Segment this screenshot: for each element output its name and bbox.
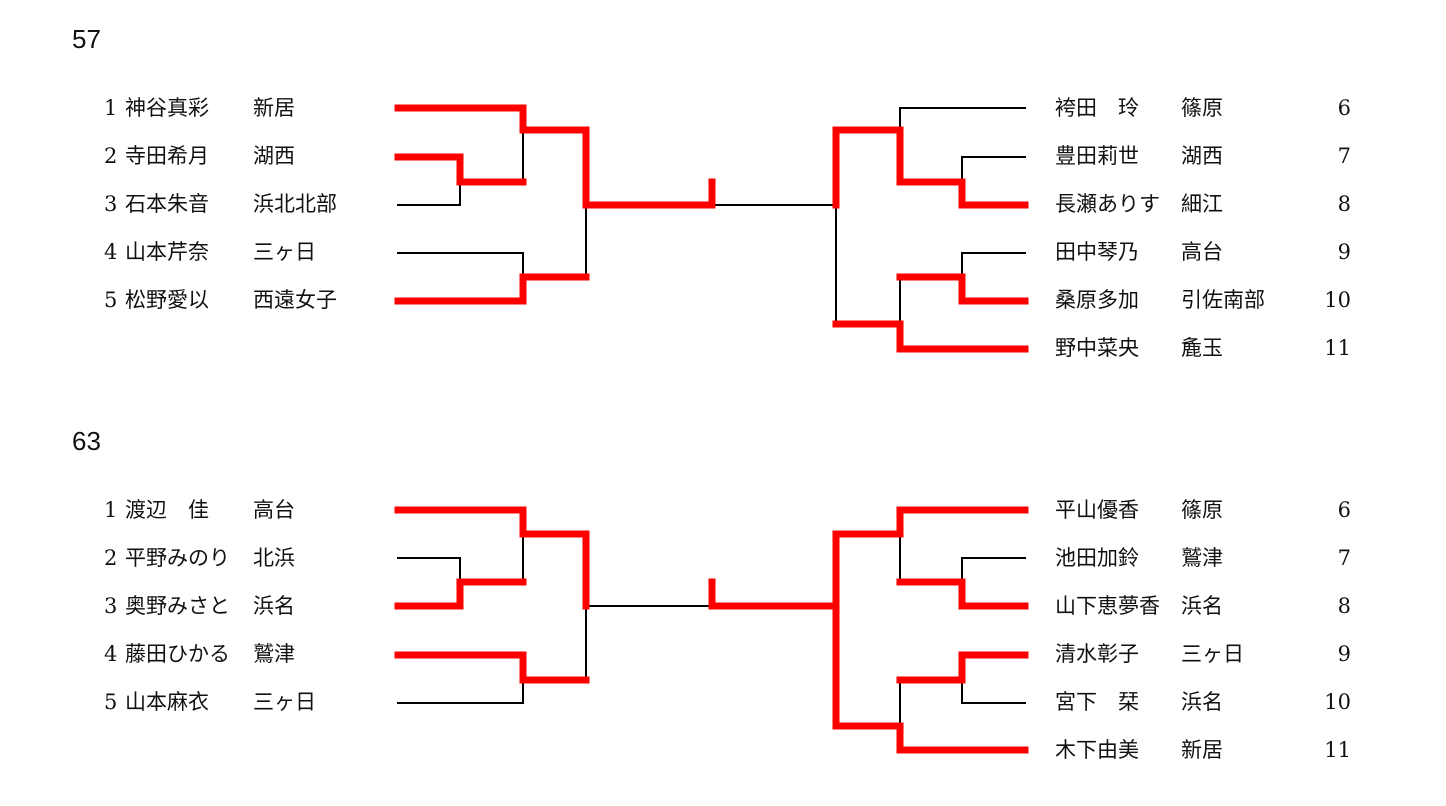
winner-path [394, 273, 590, 305]
school-name: 三ヶ日 [253, 240, 316, 264]
player-name: 石本朱音 [125, 192, 209, 216]
seed-number: 11 [1324, 336, 1351, 360]
winner-path [832, 126, 1029, 209]
player-name: 豊田莉世 [1055, 144, 1139, 168]
school-name: 浜名 [253, 594, 295, 618]
school-name: 浜名 [1181, 690, 1223, 714]
seed-number: 1 [104, 96, 118, 120]
school-name: 湖西 [1181, 144, 1223, 168]
seed-number: 2 [104, 144, 118, 168]
player-name: 清水彰子 [1055, 642, 1139, 666]
school-name: 西遠女子 [253, 288, 337, 312]
seed-number: 2 [104, 546, 118, 570]
player-name: 松野愛以 [125, 288, 209, 312]
player-name: 奥野みさと [125, 594, 230, 618]
player-name: 山本芹奈 [125, 240, 209, 264]
player-name: 長瀬ありす [1055, 192, 1160, 216]
bracket-line [961, 156, 1026, 183]
bracket-line [397, 252, 524, 278]
winner-path [896, 651, 1029, 684]
school-name: 新居 [1181, 738, 1223, 762]
school-name: 引佐南部 [1181, 288, 1265, 312]
bracket-line [397, 181, 461, 206]
category-label-63: 63 [72, 426, 101, 456]
school-name: 篠原 [1181, 96, 1223, 120]
player-name: 袴田 玲 [1055, 96, 1139, 120]
seed-number: 3 [104, 192, 118, 216]
seed-number: 6 [1337, 498, 1351, 522]
category-label-57: 57 [72, 24, 101, 54]
school-name: 新居 [253, 96, 295, 120]
winner-path [394, 578, 527, 610]
seed-number: 5 [104, 288, 118, 312]
seed-number: 1 [104, 498, 118, 522]
school-name: 麁玉 [1181, 336, 1223, 360]
bracket-line [961, 252, 1026, 278]
winner-path [394, 506, 590, 610]
seed-number: 7 [1337, 546, 1351, 570]
school-name: 細江 [1181, 192, 1223, 216]
seed-number: 8 [1337, 594, 1351, 618]
seed-number: 5 [104, 690, 118, 714]
bracket-line [397, 679, 524, 704]
winner-path [832, 602, 1029, 754]
school-name: 浜北北部 [253, 192, 337, 216]
player-name: 平野みのり [125, 546, 230, 570]
school-name: 三ヶ日 [253, 690, 316, 714]
player-name: 野中菜央 [1055, 336, 1139, 360]
player-name: 渡辺 佳 [125, 498, 209, 522]
school-name: 高台 [1181, 240, 1223, 264]
school-name: 北浜 [253, 546, 295, 570]
bracket-63-lines [397, 533, 1026, 727]
bracket-line [585, 605, 713, 681]
seed-number: 9 [1337, 240, 1351, 264]
seed-number: 4 [104, 642, 118, 666]
winner-path [394, 651, 590, 684]
bracket-line [961, 557, 1026, 583]
winner-path [896, 578, 1029, 610]
bracket-line [397, 557, 461, 583]
player-name: 山本麻衣 [125, 690, 209, 714]
seed-number: 4 [104, 240, 118, 264]
winner-path [394, 153, 527, 186]
player-name: 桑原多加 [1055, 288, 1139, 312]
seed-number: 11 [1324, 738, 1351, 762]
player-name: 木下由美 [1055, 738, 1139, 762]
seed-number: 10 [1324, 288, 1351, 312]
school-name: 高台 [253, 498, 295, 522]
bracket-63-winner-lines [394, 506, 1029, 754]
winner-path [896, 273, 1029, 305]
seed-number: 10 [1324, 690, 1351, 714]
bracket-57-winner-lines [394, 104, 1029, 353]
seed-number: 6 [1337, 96, 1351, 120]
bracket-line [961, 679, 1026, 704]
seed-number: 8 [1337, 192, 1351, 216]
bracket-line [711, 204, 837, 325]
player-name: 神谷真彩 [125, 96, 209, 120]
player-name: 寺田希月 [125, 144, 209, 168]
school-name: 鷲津 [1181, 546, 1223, 570]
player-name: 藤田ひかる [125, 642, 230, 666]
player-name: 田中琴乃 [1055, 240, 1139, 264]
school-name: 鷲津 [253, 642, 295, 666]
school-name: 浜名 [1181, 594, 1223, 618]
school-name: 湖西 [253, 144, 295, 168]
player-name: 平山優香 [1055, 498, 1139, 522]
school-name: 三ヶ日 [1181, 642, 1244, 666]
winner-path [394, 104, 716, 209]
seed-number: 3 [104, 594, 118, 618]
bracket-line [899, 107, 1026, 131]
bracket-57-lines [397, 107, 1026, 325]
player-name: 池田加鈴 [1055, 546, 1139, 570]
player-name: 山下恵夢香 [1055, 594, 1160, 618]
player-name: 宮下 栞 [1055, 690, 1139, 714]
seed-number: 9 [1337, 642, 1351, 666]
seed-number: 7 [1337, 144, 1351, 168]
school-name: 篠原 [1181, 498, 1223, 522]
winner-path [708, 506, 1029, 610]
winner-path [832, 320, 1029, 353]
